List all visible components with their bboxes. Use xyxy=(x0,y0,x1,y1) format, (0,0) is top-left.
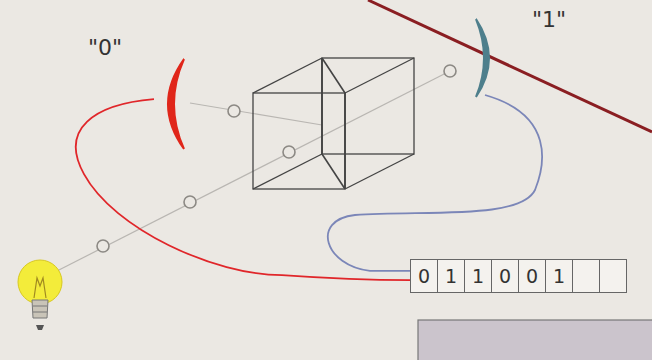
signal-wire xyxy=(328,95,542,271)
tape-cell: 0 xyxy=(492,260,519,292)
empty-cell xyxy=(573,260,600,292)
tape-cell: 1 xyxy=(438,260,465,292)
tape-cell: 1 xyxy=(465,260,492,292)
memory-tape: 011001 xyxy=(410,259,627,293)
tape-cell: 0 xyxy=(411,260,438,292)
tape-cell: 0 xyxy=(519,260,546,292)
detector: "1" xyxy=(472,15,498,101)
diagonal-line xyxy=(368,0,652,132)
light-bulb xyxy=(18,260,62,330)
beam-splitter-cube xyxy=(253,58,414,189)
empty-cell xyxy=(600,260,626,292)
light-path xyxy=(55,70,452,272)
detector-arc xyxy=(472,15,498,101)
detector-label: "0" xyxy=(88,35,122,60)
detector: "0" xyxy=(148,55,190,153)
detector-label: "1" xyxy=(532,7,566,32)
panel xyxy=(418,320,652,360)
tape-cell: 1 xyxy=(546,260,573,292)
light-path xyxy=(190,103,322,125)
detector-arc xyxy=(148,55,190,153)
signal-wire xyxy=(76,99,410,280)
photons xyxy=(97,65,456,252)
